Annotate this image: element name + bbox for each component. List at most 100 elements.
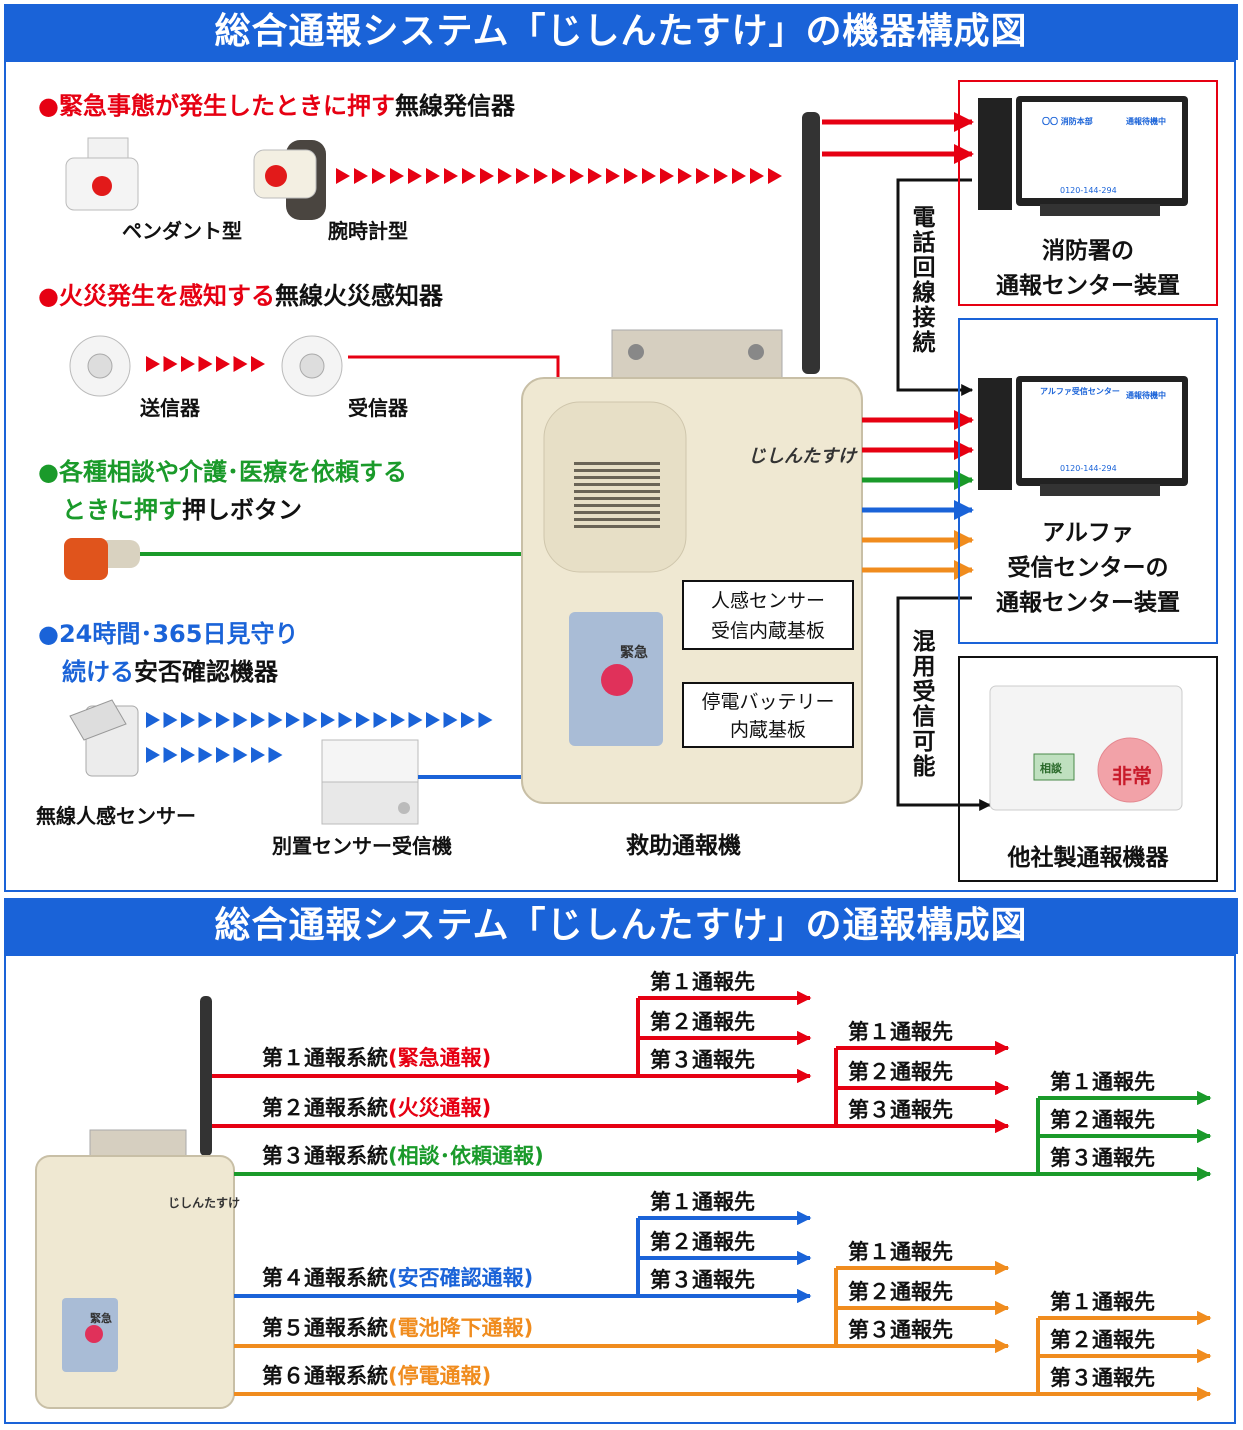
signal-triangle xyxy=(233,356,248,372)
destination-label: 第１通報先 xyxy=(1050,1290,1155,1314)
signal-triangle xyxy=(181,356,195,372)
alpha-center-box: アルファ受信センターの通報センター装置 xyxy=(958,318,1218,644)
signal-triangle xyxy=(216,747,230,763)
reporting-panel xyxy=(4,954,1236,1424)
destination-label: 第３通報先 xyxy=(1050,1146,1155,1170)
signal-triangle xyxy=(198,712,213,728)
signal-triangle xyxy=(146,712,160,728)
destination-label: 第２通報先 xyxy=(650,1010,755,1034)
destination-label: 第３通報先 xyxy=(650,1048,755,1072)
signal-triangle xyxy=(408,712,423,728)
wristwatch-device xyxy=(253,140,326,220)
equipment-panel xyxy=(4,60,1236,892)
signal-triangle xyxy=(732,168,746,184)
signal-triangle xyxy=(461,712,475,728)
separate-receiver-caption: 別置センサー受信機 xyxy=(272,834,452,858)
signal-triangle xyxy=(303,712,318,728)
other-company-device xyxy=(989,685,1183,811)
signal-triangle xyxy=(146,356,160,372)
alpha-screen-header: アルファ受信センター xyxy=(1040,387,1120,396)
signal-triangle xyxy=(480,168,494,184)
wrist-caption: 腕時計型 xyxy=(328,219,408,243)
signal-triangle xyxy=(181,747,195,763)
battery-board-box: 停電バッテリー内蔵基板 xyxy=(682,682,854,748)
signal-triangle xyxy=(624,168,638,184)
section2-title: 総合通報システム「じしんたすけ」の通報構成図 xyxy=(4,898,1238,954)
fire-transmitter xyxy=(69,335,131,397)
destination-label: 第１通報先 xyxy=(848,1020,953,1044)
mixed-reception-label: 混用受信可能 xyxy=(910,630,938,780)
destination-label: 第２通報先 xyxy=(1050,1328,1155,1352)
signal-triangle xyxy=(251,356,265,372)
motion-sensor-caption: 無線人感センサー xyxy=(36,804,196,828)
system-label: 第１通報系統(緊急通報) xyxy=(262,1046,492,1070)
destination-label: 第１通報先 xyxy=(650,970,755,994)
signal-triangle xyxy=(268,747,283,763)
signal-triangle xyxy=(534,168,548,184)
signal-triangle xyxy=(373,712,388,728)
signal-triangle xyxy=(696,168,710,184)
signal-triangle xyxy=(338,712,353,728)
device-brand: じしんたすけ xyxy=(748,446,856,467)
signal-triangle xyxy=(390,168,404,184)
group-watch-heading: ●24時間･365日見守り xyxy=(38,620,299,648)
motion-signal-arrows xyxy=(146,712,493,763)
destination-label: 第３通報先 xyxy=(848,1098,953,1122)
signal-triangle xyxy=(426,168,440,184)
fire-receiver xyxy=(281,335,343,397)
fire-signal-arrows xyxy=(146,356,265,372)
destination-label: 第３通報先 xyxy=(650,1268,755,1292)
group-consult-heading: ●各種相談や介護･医療を依頼する xyxy=(38,458,407,486)
signal-triangle xyxy=(552,168,566,184)
signal-triangle xyxy=(443,712,458,728)
motion-sensor-device xyxy=(69,699,139,777)
signal-triangle xyxy=(354,168,368,184)
signal-triangle xyxy=(216,356,230,372)
signal-triangle xyxy=(408,168,422,184)
signal-triangle xyxy=(642,168,656,184)
other-device-box: 他社製通報機器 xyxy=(958,656,1218,882)
other-device-consult: 相談 xyxy=(1040,762,1062,775)
signal-triangle xyxy=(163,747,178,763)
separate-receiver-device xyxy=(321,739,419,825)
receiver-caption: 受信器 xyxy=(348,396,408,420)
group-watch-heading-2: 続ける安否確認機器 xyxy=(62,658,278,686)
signal-triangle xyxy=(478,712,493,728)
destination-label: 第２通報先 xyxy=(1050,1108,1155,1132)
signal-triangle xyxy=(163,356,178,372)
signal-triangle xyxy=(444,168,458,184)
system-label: 第６通報系統(停電通報) xyxy=(262,1364,492,1388)
signal-triangle xyxy=(462,168,476,184)
signal-triangle xyxy=(426,712,440,728)
fire-screen-status: 通報待機中 xyxy=(1126,117,1166,126)
signal-triangle xyxy=(498,168,512,184)
group-fire-heading: ●火災発生を感知する無線火災感知器 xyxy=(38,282,443,310)
signal-triangle xyxy=(216,712,230,728)
signal-triangle xyxy=(198,747,213,763)
signal-triangle xyxy=(268,712,283,728)
signal-triangle xyxy=(198,356,213,372)
pendant-device xyxy=(65,137,139,211)
system-label: 第５通報系統(電池降下通報) xyxy=(262,1316,534,1340)
destination-label: 第３通報先 xyxy=(848,1318,953,1342)
signal-triangle xyxy=(606,168,620,184)
group-consult-heading-2: ときに押す押しボタン xyxy=(62,496,302,524)
signal-triangle xyxy=(678,168,692,184)
center-arrows xyxy=(822,112,992,811)
small-unit-brand: じしんたすけ xyxy=(168,1196,241,1210)
small-rescue-unit xyxy=(35,996,235,1409)
fire-center-monitor xyxy=(978,96,1188,216)
signal-triangle xyxy=(768,168,782,184)
fire-screen-header: 〇〇 消防本部 xyxy=(1042,117,1093,126)
signal-triangle xyxy=(391,712,405,728)
signal-triangle xyxy=(251,712,265,728)
signal-triangle xyxy=(714,168,728,184)
signal-triangle xyxy=(660,168,674,184)
alpha-screen-status: 通報待機中 xyxy=(1126,391,1166,400)
sensor-board-box: 人感センサー受信内蔵基板 xyxy=(682,580,854,650)
system-label: 第３通報系統(相談･依頼通報) xyxy=(262,1144,544,1168)
destination-label: 第１通報先 xyxy=(650,1190,755,1214)
emergency-label: 緊急 xyxy=(620,645,648,661)
signal-triangle xyxy=(163,712,178,728)
